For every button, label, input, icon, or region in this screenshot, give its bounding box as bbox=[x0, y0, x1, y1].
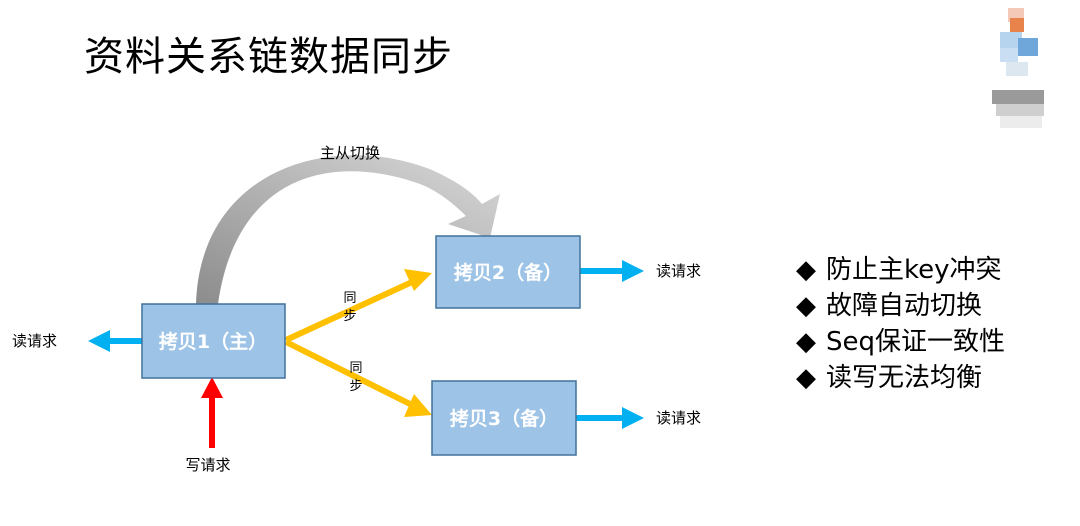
sync-arrow-to-copy3 bbox=[284, 339, 432, 417]
read-request-left-label: 读请求 bbox=[12, 332, 57, 350]
diamond-bullet-icon: ◆ bbox=[796, 327, 816, 357]
read-arrow-left bbox=[88, 330, 142, 352]
read-arrow-copy2 bbox=[580, 260, 644, 282]
bullet-text: 读写无法均衡 bbox=[826, 363, 983, 393]
switch-label: 主从切换 bbox=[320, 144, 380, 162]
sync-bottom-label-2: 步 bbox=[349, 379, 362, 394]
node-copy3-label: 拷贝3（备） bbox=[450, 407, 558, 430]
page-title: 资料关系链数据同步 bbox=[84, 34, 453, 80]
write-request-label: 写请求 bbox=[185, 456, 230, 474]
node-copy2: 拷贝2（备） bbox=[435, 235, 581, 309]
sync-top-label-2: 步 bbox=[343, 309, 356, 324]
node-copy3: 拷贝3（备） bbox=[431, 380, 577, 456]
bullet-list: ◆ 防止主key冲突 ◆ 故障自动切换 ◆ Seq保证一致性 ◆ 读写无法均衡 bbox=[796, 252, 1005, 396]
bullet-text: Seq保证一致性 bbox=[826, 327, 1006, 357]
bullet-item: ◆ 故障自动切换 bbox=[796, 288, 1005, 324]
diamond-bullet-icon: ◆ bbox=[796, 255, 816, 285]
bullet-item: ◆ 读写无法均衡 bbox=[796, 360, 1005, 396]
logo-image bbox=[992, 4, 1048, 132]
diamond-bullet-icon: ◆ bbox=[796, 291, 816, 321]
bullet-text: 故障自动切换 bbox=[826, 291, 983, 321]
sync-top-label-1: 同 bbox=[343, 291, 356, 306]
switch-arrow bbox=[196, 155, 500, 304]
node-copy1: 拷贝1（主） bbox=[141, 303, 286, 379]
diamond-bullet-icon: ◆ bbox=[796, 363, 816, 393]
node-copy1-label: 拷贝1（主） bbox=[159, 330, 267, 353]
bullet-item: ◆ 防止主key冲突 bbox=[796, 252, 1005, 288]
sync-arrow-to-copy2 bbox=[284, 269, 432, 343]
read-arrow-copy3 bbox=[576, 407, 644, 429]
node-copy2-label: 拷贝2（备） bbox=[454, 261, 562, 284]
sync-bottom-label-1: 同 bbox=[349, 361, 362, 376]
read-request-copy2-label: 读请求 bbox=[656, 262, 701, 280]
bullet-text: 防止主key冲突 bbox=[826, 255, 1002, 285]
read-request-copy3-label: 读请求 bbox=[656, 409, 701, 427]
bullet-item: ◆ Seq保证一致性 bbox=[796, 324, 1005, 360]
write-arrow bbox=[201, 377, 223, 448]
